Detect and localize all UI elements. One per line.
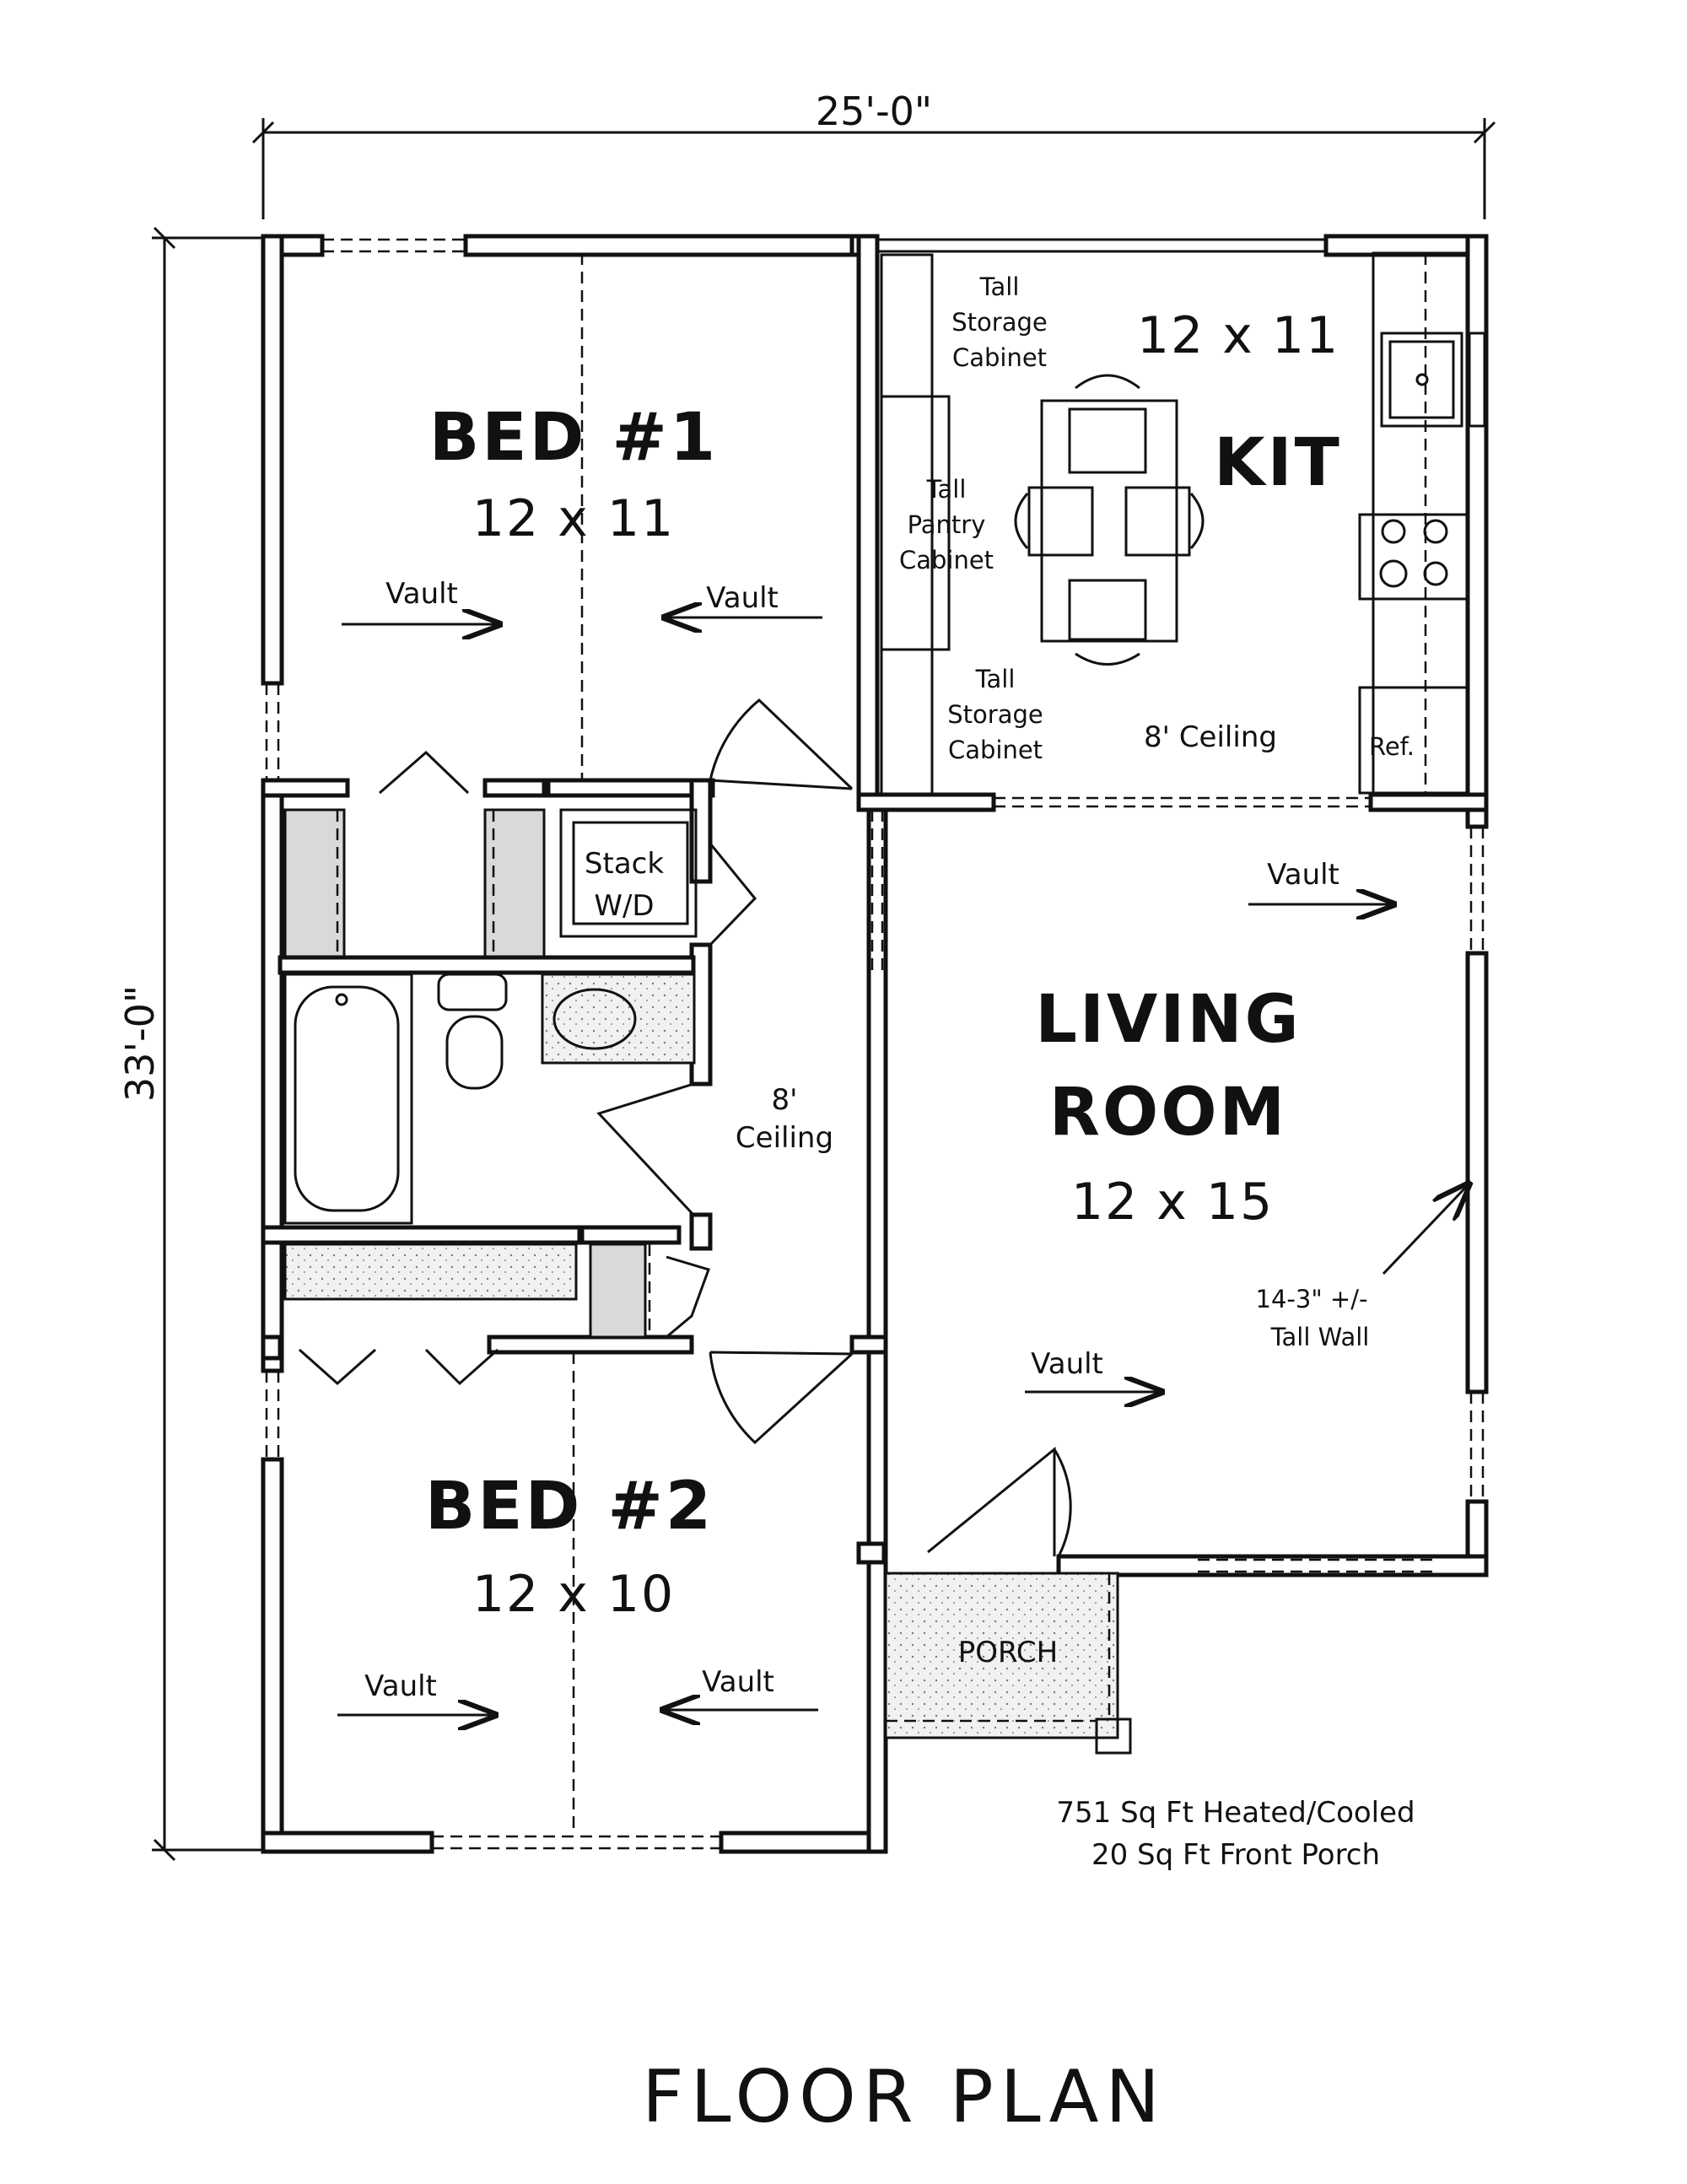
hall-ceiling-line1: 8' bbox=[772, 1083, 798, 1117]
tall-storage-top-line2: Storage bbox=[951, 308, 1047, 337]
tall-storage-bottom-line2: Storage bbox=[947, 700, 1043, 729]
width-dimension-label: 25'-0" bbox=[816, 89, 932, 134]
depth-dimension-label: 33'-0" bbox=[117, 985, 163, 1102]
refrigerator-label: Ref. bbox=[1369, 732, 1415, 761]
laundry-door[interactable] bbox=[709, 843, 757, 946]
depth-dimension: 33'-0" bbox=[117, 226, 261, 1862]
tall-pantry-line2: Pantry bbox=[908, 510, 986, 539]
living-room: Vault LIVING ROOM 12 x 15 14-3" +/- Tall… bbox=[927, 858, 1468, 1557]
bed2-size: 12 x 10 bbox=[472, 1565, 675, 1624]
kitchen-ceiling: 8' Ceiling bbox=[1144, 720, 1277, 754]
living-name-line2: ROOM bbox=[1049, 1075, 1287, 1151]
kitchen-name: KIT bbox=[1214, 425, 1342, 501]
bed2-vault-left: Vault bbox=[364, 1669, 437, 1703]
dining-chair-right bbox=[1124, 486, 1191, 557]
hall-ceiling-line2: Ceiling bbox=[736, 1121, 833, 1155]
heated-area-note: 751 Sq Ft Heated/Cooled bbox=[1056, 1796, 1415, 1830]
bed2-entry-door[interactable] bbox=[709, 1351, 854, 1445]
dining-chair-left bbox=[1027, 486, 1094, 557]
bed2-room: BED #2 12 x 10 Vault Vault bbox=[337, 1352, 818, 1835]
porch-post bbox=[1095, 1718, 1132, 1755]
bed1-name: BED #1 bbox=[429, 400, 718, 476]
bathroom bbox=[278, 808, 696, 1225]
linen-closet-door[interactable] bbox=[666, 1255, 710, 1339]
width-dimension: 25'-0" bbox=[251, 89, 1496, 219]
living-vault-bottom: Vault bbox=[1031, 1347, 1103, 1381]
bed1-size: 12 x 11 bbox=[472, 489, 675, 548]
kitchen-sink bbox=[1380, 332, 1463, 428]
tall-storage-top-line3: Cabinet bbox=[952, 343, 1047, 372]
kitchen-size: 12 x 11 bbox=[1137, 306, 1339, 365]
exterior-walls bbox=[261, 234, 1489, 1854]
porch-name: PORCH bbox=[958, 1636, 1059, 1669]
bath-door[interactable] bbox=[596, 1082, 695, 1216]
living-wall-note-line1: 14-3" +/- bbox=[1256, 1285, 1368, 1313]
toilet bbox=[437, 973, 508, 1011]
porch: PORCH bbox=[884, 1572, 1132, 1755]
tall-storage-bottom-line3: Cabinet bbox=[948, 736, 1043, 764]
stack-washer-dryer bbox=[559, 808, 698, 938]
living-vault-top: Vault bbox=[1267, 858, 1339, 892]
dining-table bbox=[1014, 374, 1205, 666]
bed1-vault-left: Vault bbox=[385, 577, 458, 611]
laundry-line2: W/D bbox=[594, 889, 654, 923]
laundry-closet: Stack W/D bbox=[559, 808, 757, 946]
bed1-entry-door[interactable] bbox=[709, 698, 854, 790]
refrigerator bbox=[1358, 686, 1469, 795]
living-name-line1: LIVING bbox=[1035, 982, 1301, 1058]
porch-area-note: 20 Sq Ft Front Porch bbox=[1091, 1838, 1380, 1872]
interior-walls bbox=[261, 234, 1489, 1565]
front-door[interactable] bbox=[927, 1446, 1072, 1557]
bed1-vault-right: Vault bbox=[706, 581, 779, 615]
laundry-line1: Stack bbox=[585, 847, 664, 881]
kitchen-room: Tall Storage Cabinet Tall Pantry Cabinet… bbox=[880, 251, 1469, 796]
bed2-closet-door-right[interactable] bbox=[424, 1348, 499, 1386]
tall-storage-bottom-line1: Tall bbox=[975, 665, 1016, 693]
tall-storage-top-line1: Tall bbox=[979, 272, 1020, 301]
bed1-closet-door[interactable] bbox=[379, 750, 470, 795]
bathtub bbox=[283, 973, 413, 1225]
linen-closets bbox=[283, 1243, 710, 1386]
plan-title: FLOOR PLAN bbox=[642, 2055, 1167, 2139]
kitchen-range bbox=[1358, 513, 1469, 601]
bed2-name: BED #2 bbox=[425, 1469, 714, 1545]
tall-pantry-line3: Cabinet bbox=[899, 546, 994, 574]
dining-chair-bottom bbox=[1068, 579, 1147, 641]
living-size: 12 x 15 bbox=[1071, 1173, 1274, 1232]
vanity bbox=[541, 973, 696, 1065]
dining-chair-top bbox=[1068, 407, 1147, 474]
living-wall-note-line2: Tall Wall bbox=[1270, 1323, 1370, 1351]
bed2-closet-door-left[interactable] bbox=[299, 1348, 376, 1386]
bed1-room: BED #1 12 x 11 Vault Vault bbox=[342, 253, 854, 795]
tall-pantry-line1: Tall bbox=[926, 475, 967, 504]
bed2-vault-right: Vault bbox=[702, 1665, 774, 1699]
tall-wall-arrow bbox=[1382, 1185, 1468, 1275]
